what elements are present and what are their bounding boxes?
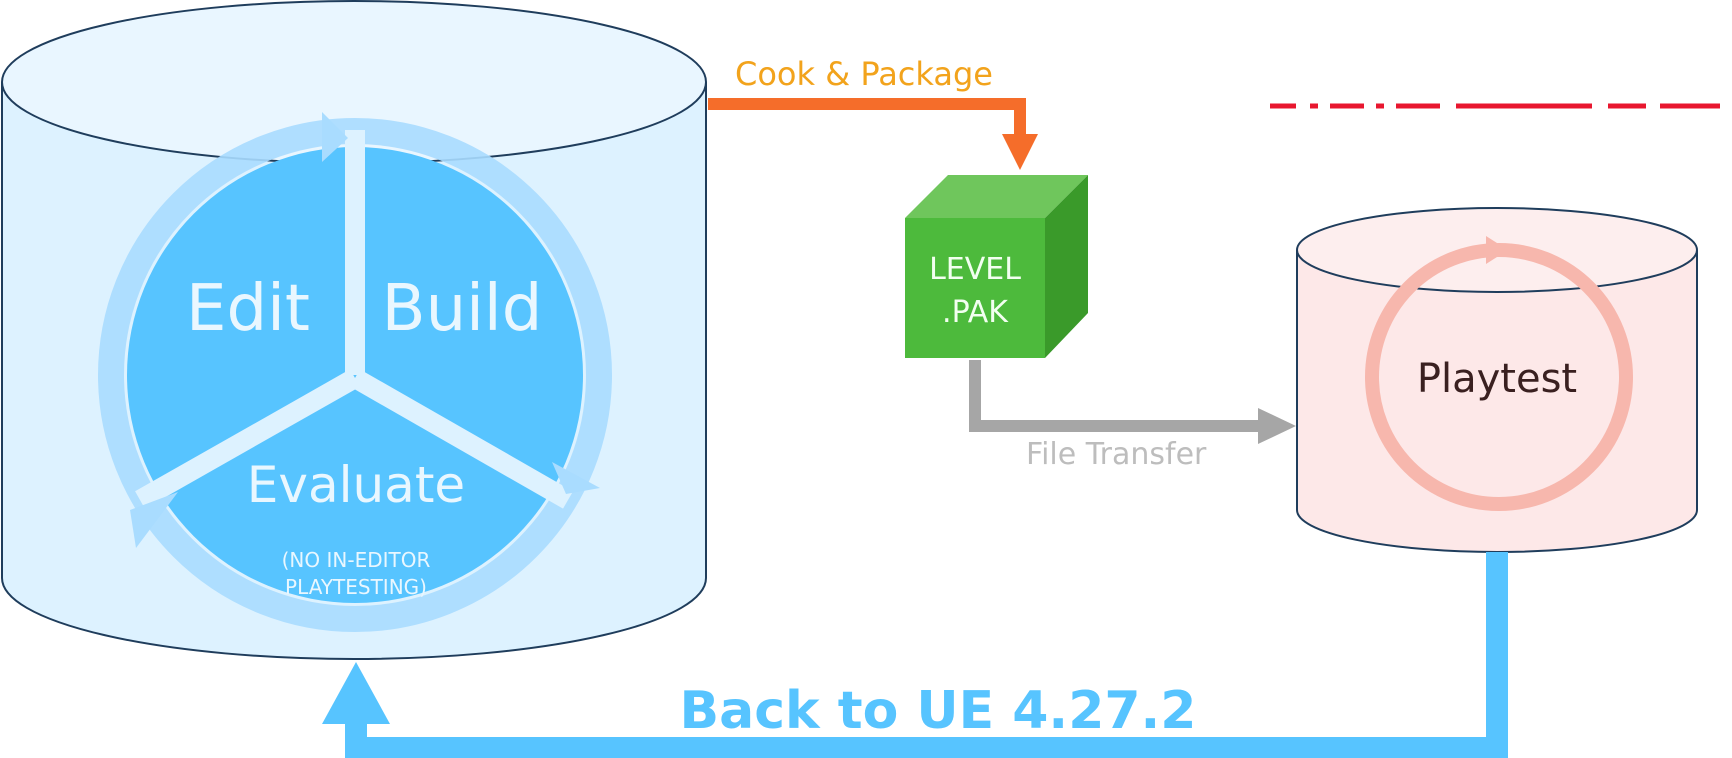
back-to-ue-arrow <box>322 552 1508 758</box>
file-transfer-label: File Transfer <box>1026 437 1207 472</box>
cook-arrowhead <box>1002 134 1038 170</box>
cycle-separator-left <box>135 369 360 509</box>
pak-cube-top <box>905 175 1088 218</box>
cycle-note-line2: PLAYTESTING) <box>285 575 427 599</box>
level-pak-cube <box>905 175 1088 358</box>
transfer-arrow-line <box>969 360 1262 432</box>
playtest-ring-arrowhead <box>1486 236 1508 264</box>
cycle-arrowheads <box>130 112 600 548</box>
file-transfer-arrow <box>969 360 1296 444</box>
back-to-ue-label: Back to UE 4.27.2 <box>679 681 1196 741</box>
back-arrow-line <box>345 552 1508 758</box>
cycle-label-build: Build <box>382 272 543 346</box>
cook-package-arrow <box>708 98 1038 170</box>
transfer-arrowhead <box>1258 408 1296 444</box>
cycle-label-evaluate: Evaluate <box>247 456 465 514</box>
pak-label-line2: .PAK <box>942 295 1009 330</box>
cycle-note-line1: (NO IN-EDITOR <box>282 548 431 572</box>
pak-label-line1: LEVEL <box>929 252 1021 287</box>
playtest-label: Playtest <box>1417 356 1577 402</box>
back-arrowhead <box>322 662 390 724</box>
pak-cube-front <box>905 218 1045 358</box>
pak-cube-side <box>1045 175 1088 358</box>
playtest-cycle-ring <box>1365 236 1633 511</box>
cycle-arrowhead-top <box>322 112 348 162</box>
cycle-label-edit: Edit <box>186 272 310 346</box>
editor-cycle-disc <box>127 130 583 603</box>
cycle-arrowhead-left <box>130 492 178 548</box>
cook-package-label: Cook & Package <box>735 55 993 93</box>
cycle-separator-right <box>350 369 573 509</box>
cook-arrow-line <box>708 98 1026 138</box>
cycle-arrowhead-right <box>552 462 600 494</box>
